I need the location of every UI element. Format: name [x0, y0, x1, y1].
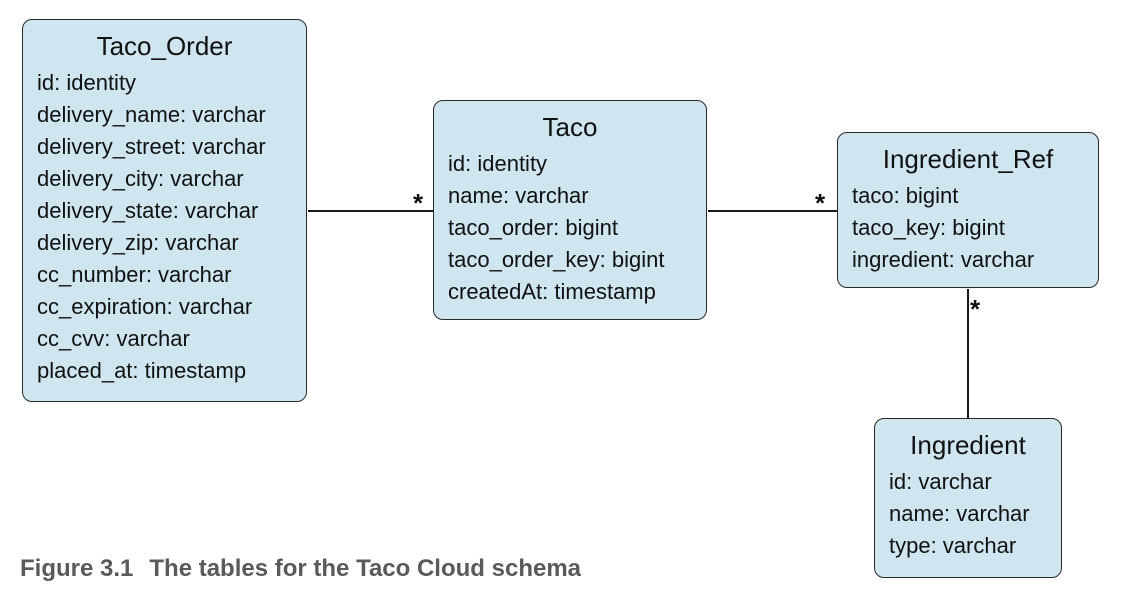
figure-caption-text: The tables for the Taco Cloud schema: [149, 555, 582, 582]
relation-line-ingredient-ref-ingredient: [967, 289, 969, 418]
field: delivery_state: varchar: [37, 198, 259, 223]
table-ingredient: Ingredient id: varchar name: varchar typ…: [874, 418, 1062, 578]
table-ingredient-ref: Ingredient_Ref taco: bigint taco_key: bi…: [837, 132, 1099, 288]
field: taco_key: bigint: [852, 215, 1005, 240]
field: id: identity: [448, 151, 548, 176]
multiplicity-marker: *: [815, 188, 826, 218]
table-title: Taco: [542, 112, 598, 142]
relation-line-taco-ingredient-ref: [708, 210, 837, 212]
field: cc_number: varchar: [37, 262, 232, 287]
field: id: varchar: [889, 469, 992, 494]
field-list: id: identity delivery_name: varchar deli…: [37, 67, 292, 387]
field: type: varchar: [889, 533, 1017, 558]
field: createdAt: timestamp: [448, 279, 656, 304]
field: delivery_name: varchar: [37, 102, 266, 127]
table-taco: Taco id: identity name: varchar taco_ord…: [433, 100, 707, 320]
multiplicity-marker: *: [413, 188, 424, 218]
field-list: id: varchar name: varchar type: varchar: [889, 466, 1047, 562]
field: taco_order: bigint: [448, 215, 618, 240]
field: delivery_city: varchar: [37, 166, 244, 191]
table-title: Ingredient_Ref: [882, 144, 1054, 174]
figure-caption: Figure 3.1 The tables for the Taco Cloud …: [20, 555, 581, 583]
field: placed_at: timestamp: [37, 358, 247, 383]
relation-line-order-taco: [308, 210, 433, 212]
field: taco_order_key: bigint: [448, 247, 665, 272]
field: name: varchar: [889, 501, 1030, 526]
field: cc_expiration: varchar: [37, 294, 253, 319]
field: name: varchar: [448, 183, 589, 208]
field: id: identity: [37, 70, 137, 95]
field: taco: bigint: [852, 183, 959, 208]
field-list: taco: bigint taco_key: bigint ingredient…: [852, 180, 1084, 276]
table-taco-order: Taco_Order id: identity delivery_name: v…: [22, 19, 307, 402]
field: delivery_zip: varchar: [37, 230, 239, 255]
table-title: Ingredient: [910, 430, 1026, 460]
field-list: id: identity name: varchar taco_order: b…: [448, 148, 692, 308]
field: delivery_street: varchar: [37, 134, 266, 159]
field: cc_cvv: varchar: [37, 326, 190, 351]
table-title: Taco_Order: [96, 31, 233, 61]
multiplicity-marker: *: [970, 294, 981, 324]
field: ingredient: varchar: [852, 247, 1035, 272]
figure-label: Figure 3.1: [20, 555, 134, 582]
